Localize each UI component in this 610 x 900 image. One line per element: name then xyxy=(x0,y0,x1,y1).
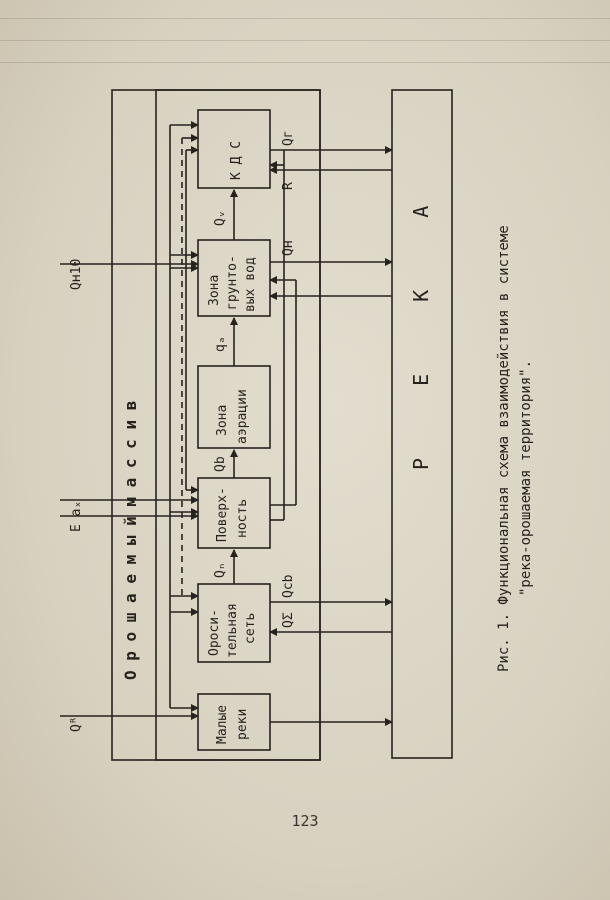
block-small-rivers-label: реки xyxy=(235,709,250,740)
flow-eax-label: E aₓ xyxy=(69,501,84,532)
flow-qn-label: Qₙ xyxy=(213,562,228,578)
block-surface-label: ность xyxy=(235,499,250,538)
river-frame xyxy=(391,89,453,759)
block-groundwater-label: грунто- xyxy=(225,255,240,310)
block-groundwater-label: вых вод xyxy=(243,257,258,312)
massif-inner-frame xyxy=(155,89,321,761)
massif-label: О р о ш а е м ы й м а с с и в xyxy=(121,401,140,680)
bleed-through-text xyxy=(0,40,610,49)
figure-caption-line1: Рис. 1. Функциональная схема взаимодейст… xyxy=(496,225,512,672)
flow-qa-label: qₐ xyxy=(213,336,228,352)
block-irrigation-label: Ороси- xyxy=(207,609,222,656)
page-number: 123 xyxy=(291,812,319,830)
block-aeration-label: Зона xyxy=(215,405,230,436)
block-surface xyxy=(197,477,271,549)
block-aeration-label: аэрации xyxy=(235,389,250,444)
flow-qb-label: Qb xyxy=(213,456,228,472)
block-irrigation-label: сеть xyxy=(243,613,258,644)
flow-qr-label: Qᴿ xyxy=(69,716,84,732)
flow-qcb-label: Qcb xyxy=(281,574,296,598)
block-small-rivers-label: Малые xyxy=(215,705,230,744)
block-surface-label: Поверх- xyxy=(215,487,230,542)
flow-r-label: R xyxy=(281,182,296,190)
figure-caption-line2: "река-орошаемая территория". xyxy=(518,360,534,596)
block-small-rivers xyxy=(197,693,271,751)
flow-qg-label: Qг xyxy=(281,130,296,146)
bleed-through-text xyxy=(0,62,610,71)
bleed-through-text xyxy=(0,18,610,27)
block-irrigation-label: тельная xyxy=(225,603,240,658)
block-kds-label: К Д С xyxy=(229,141,244,180)
flow-qv-label: Qᵥ xyxy=(213,210,228,226)
block-aeration xyxy=(197,365,271,449)
flow-qh-label: Qʜ xyxy=(281,240,296,256)
flow-qsigma-label: QΣ xyxy=(281,612,296,628)
river-label: Р Е К А xyxy=(409,176,433,470)
block-groundwater-label: Зона xyxy=(207,275,222,306)
flow-qh10-label: Qʜ10 xyxy=(69,259,84,290)
